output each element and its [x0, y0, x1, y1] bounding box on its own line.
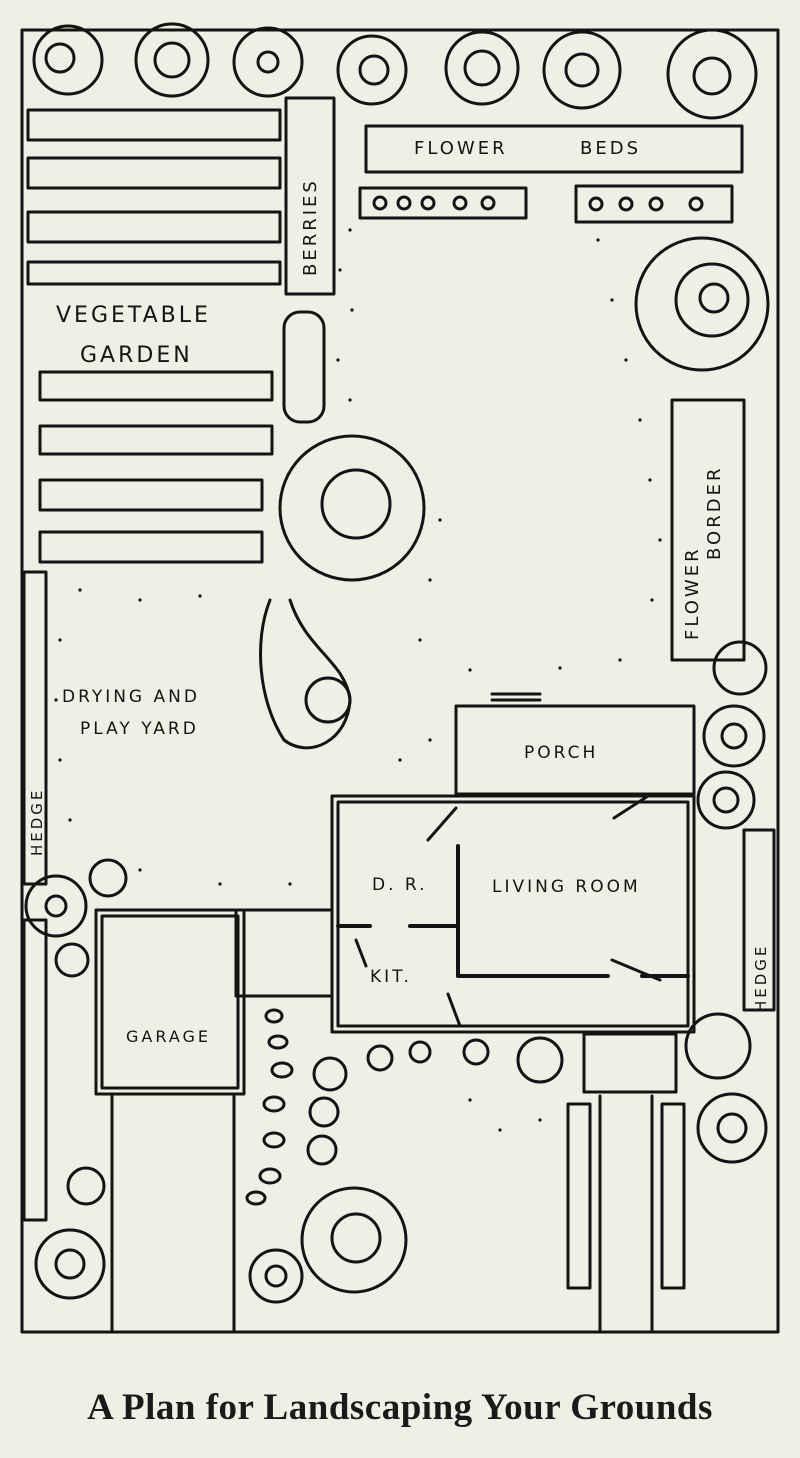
label-hedge-left: HEDGE	[28, 788, 46, 856]
stepping-stones	[245, 1008, 294, 1206]
top-shrub-row	[32, 22, 758, 120]
center-shrubs	[259, 310, 426, 750]
label-dining-room: D. R.	[372, 875, 428, 895]
right-hedge	[742, 828, 776, 1012]
flower-border	[670, 398, 746, 662]
landscape-plan: FLOWER BEDS BERRIES VEGETABLE GARDEN FLO…	[20, 22, 780, 1334]
flower-beds	[358, 124, 744, 224]
label-living-room: LIVING ROOM	[492, 877, 641, 897]
right-shrubs	[684, 640, 768, 1164]
left-hedge-lower	[22, 918, 48, 1222]
bottom-shrubs	[248, 1036, 564, 1304]
label-garage: GARAGE	[126, 1027, 211, 1046]
walks	[110, 1094, 686, 1332]
porch	[454, 704, 696, 796]
label-vegetable: VEGETABLE	[56, 303, 211, 328]
label-flower-border-2: BORDER	[704, 466, 725, 560]
label-drying-2: PLAY YARD	[80, 719, 199, 739]
garage	[94, 908, 334, 1096]
label-porch: PORCH	[524, 743, 598, 763]
label-hedge-right: HEDGE	[752, 944, 770, 1012]
label-flower-beds-2: BEDS	[580, 138, 641, 159]
figure-caption: A Plan for Landscaping Your Grounds	[87, 1387, 713, 1428]
lawn-stipple	[54, 228, 662, 1132]
house	[330, 794, 696, 1034]
label-kitchen: KIT.	[370, 967, 412, 987]
label-garden: GARDEN	[80, 343, 193, 368]
label-drying-1: DRYING AND	[62, 687, 200, 707]
property-boundary	[20, 28, 780, 1334]
label-berries: BERRIES	[300, 178, 321, 276]
diagram-labels: FLOWER BEDS BERRIES VEGETABLE GARDEN FLO…	[28, 138, 770, 1046]
entry-steps	[582, 1032, 678, 1094]
left-shrubs	[24, 858, 128, 1300]
berries-bed	[284, 96, 336, 296]
vegetable-garden-rows	[26, 108, 282, 564]
label-flower-border-1: FLOWER	[682, 546, 703, 640]
label-flower-beds-1: FLOWER	[414, 138, 508, 159]
large-tree	[634, 236, 770, 372]
